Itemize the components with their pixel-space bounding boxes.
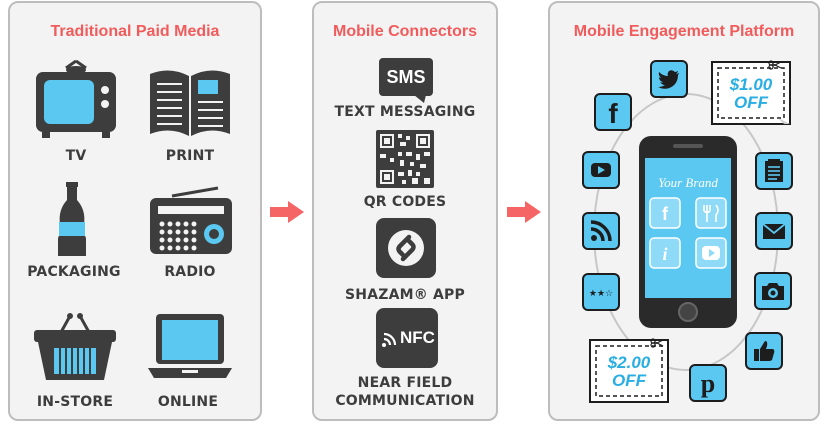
arrow-icon xyxy=(270,201,304,223)
shazam-icon xyxy=(376,218,436,278)
notepad-icon xyxy=(755,152,793,190)
nfc-icon-text: NFC xyxy=(400,328,435,347)
coupon-bottom-amount: $2.00 xyxy=(607,353,651,372)
scissors-icon xyxy=(768,60,782,70)
mail-icon xyxy=(755,212,793,250)
camera-icon xyxy=(754,272,792,310)
qr-icon xyxy=(376,130,434,188)
svg-text:f: f xyxy=(608,98,618,129)
scissors-icon xyxy=(650,338,664,348)
coupon-bottom xyxy=(589,339,669,403)
radio-icon xyxy=(150,186,232,254)
shazam-app-label: SHAZAM® APP xyxy=(345,287,465,303)
traditional-media-title: Traditional Paid Media xyxy=(50,23,220,40)
in-store-label: IN-STORE xyxy=(36,394,114,410)
svg-text:p: p xyxy=(701,369,715,398)
communication-label: COMMUNICATION xyxy=(335,393,475,409)
svg-text:f: f xyxy=(662,204,669,224)
online-label: ONLINE xyxy=(157,394,219,410)
rating-icon: ★★☆ xyxy=(582,273,620,311)
packaging-label: PACKAGING xyxy=(27,264,121,280)
mobile-connectors-title: Mobile Connectors xyxy=(332,23,477,40)
brand-text: Your Brand xyxy=(658,175,718,190)
print-label: PRINT xyxy=(165,148,215,164)
smartphone-icon: f i xyxy=(639,136,737,328)
thumbs-up-icon xyxy=(745,332,783,370)
coupon-bottom-off: OFF xyxy=(612,371,646,390)
svg-text:★★☆: ★★☆ xyxy=(589,289,613,299)
basket-icon xyxy=(34,313,116,380)
text-messaging-label: TEXT MESSAGING xyxy=(334,104,476,120)
tv-icon xyxy=(36,59,116,138)
bottle-icon xyxy=(58,182,86,256)
facebook-icon: f xyxy=(594,93,632,131)
print-icon xyxy=(150,70,230,136)
youtube-icon xyxy=(582,151,620,189)
sms-tail-icon xyxy=(414,95,426,103)
nfc-icon: NFC xyxy=(376,308,438,368)
mobile-engagement-title: Mobile Engagement Platform xyxy=(573,23,795,40)
twitter-icon xyxy=(650,60,688,98)
radio-label: RADIO xyxy=(164,264,216,280)
pinterest-icon: p xyxy=(689,364,727,402)
svg-text:i: i xyxy=(662,244,667,264)
arrow-icon xyxy=(507,201,541,223)
qr-codes-label: QR CODES xyxy=(363,194,447,210)
coupon-top xyxy=(711,61,791,125)
coupon-top-off: OFF xyxy=(734,93,768,112)
coupon-top-amount: $1.00 xyxy=(729,75,773,94)
laptop-icon xyxy=(148,314,232,378)
tv-label: TV xyxy=(65,148,87,164)
rss-icon xyxy=(582,212,620,250)
sms-icon: SMS xyxy=(379,58,433,96)
near-field-label: NEAR FIELD xyxy=(357,375,453,391)
